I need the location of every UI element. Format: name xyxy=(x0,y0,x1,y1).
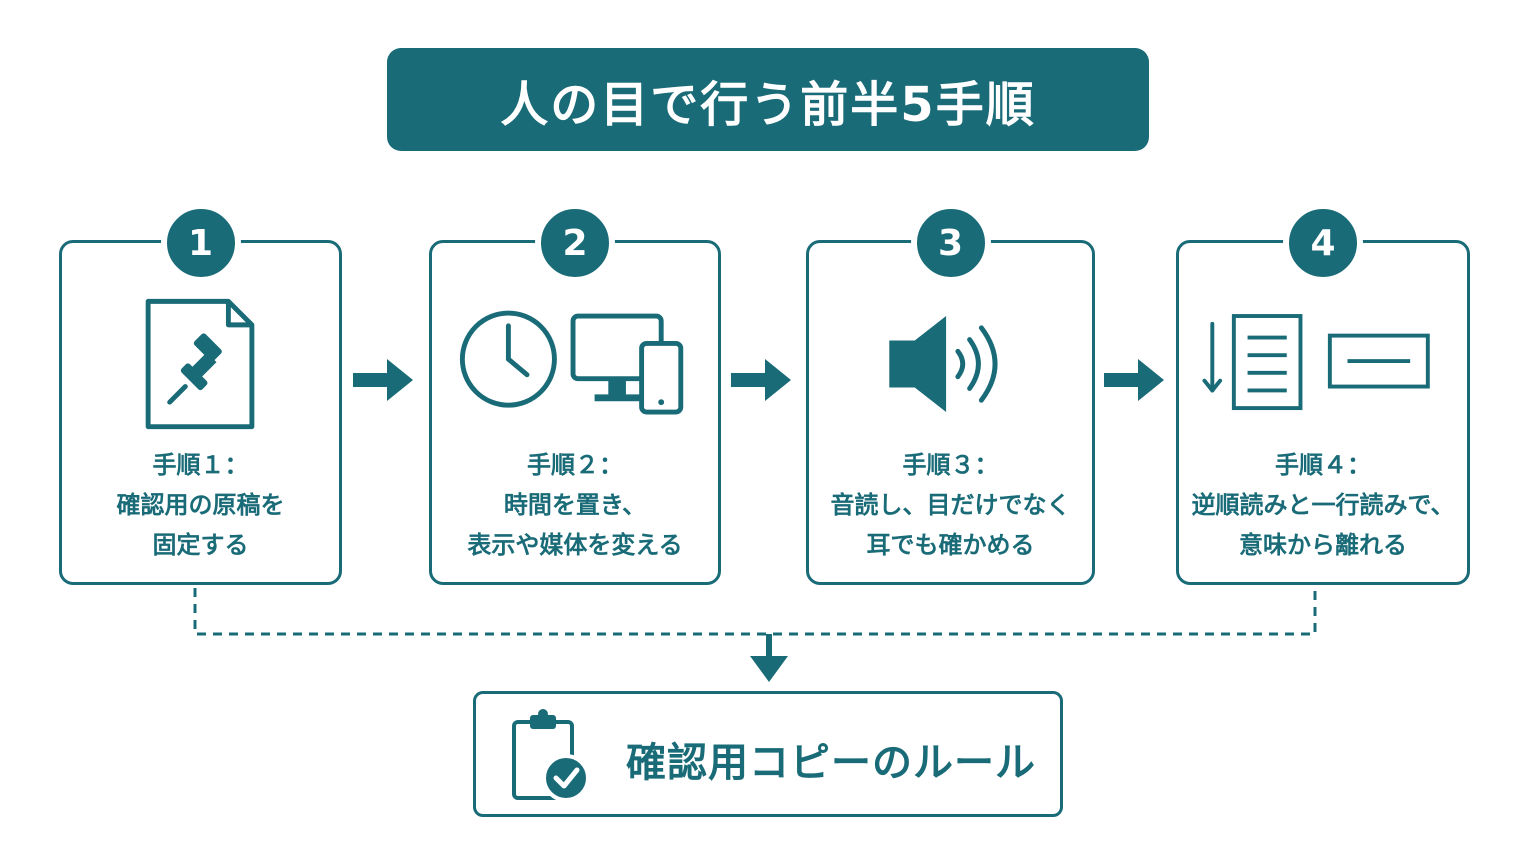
step-card-4: 4 手順４： 逆順読みと一行読みで、 意味から離れる xyxy=(1176,203,1470,585)
clock-and-devices-icon xyxy=(459,310,684,415)
step-line: 意味から離れる xyxy=(1239,531,1407,559)
page-title: 人の目で行う前半5手順 xyxy=(500,76,1036,133)
title-banner: 人の目で行う前半5手順 xyxy=(387,48,1149,151)
step-card-1: 1 手順１： 確認用の原稿を 固定する xyxy=(59,203,342,585)
step-line: 表示や媒体を変える xyxy=(467,531,683,559)
step-heading: 手順４： xyxy=(1275,451,1371,479)
arrow-right-icon xyxy=(1104,359,1164,401)
pinned-document-icon xyxy=(145,298,255,430)
step-number-badge: 3 xyxy=(910,203,991,283)
rule-label: 確認用コピーのルール xyxy=(626,740,1036,786)
arrow-right-icon xyxy=(731,359,791,401)
step-line: 音読し、目だけでなく xyxy=(830,491,1071,519)
step-heading: 手順１： xyxy=(152,451,249,479)
reverse-and-line-reading-icon xyxy=(1202,314,1430,411)
step-line: 確認用の原稿を xyxy=(116,491,285,519)
step-number-badge: 4 xyxy=(1283,203,1363,283)
step-card-3: 3 手順３： 音読し、目だけでなく 耳でも確かめる xyxy=(806,203,1095,585)
rule-box: 確認用コピーのルール xyxy=(473,691,1063,817)
clipboard-check-icon xyxy=(512,709,590,802)
step-number-badge: 2 xyxy=(535,203,615,283)
step-card-2: 2 手順２： 時間を置き、 表示や媒体を変える xyxy=(429,203,721,585)
step-line: 耳でも確かめる xyxy=(866,531,1035,559)
arrow-right-icon xyxy=(353,359,413,401)
step-number-badge: 1 xyxy=(160,203,241,283)
step-line: 時間を置き、 xyxy=(503,491,647,519)
step-heading: 手順３： xyxy=(902,451,999,479)
step-line: 固定する xyxy=(152,531,249,559)
step-heading: 手順２： xyxy=(527,451,623,479)
speaker-icon xyxy=(889,316,998,413)
step-line: 逆順読みと一行読みで、 xyxy=(1191,491,1455,519)
